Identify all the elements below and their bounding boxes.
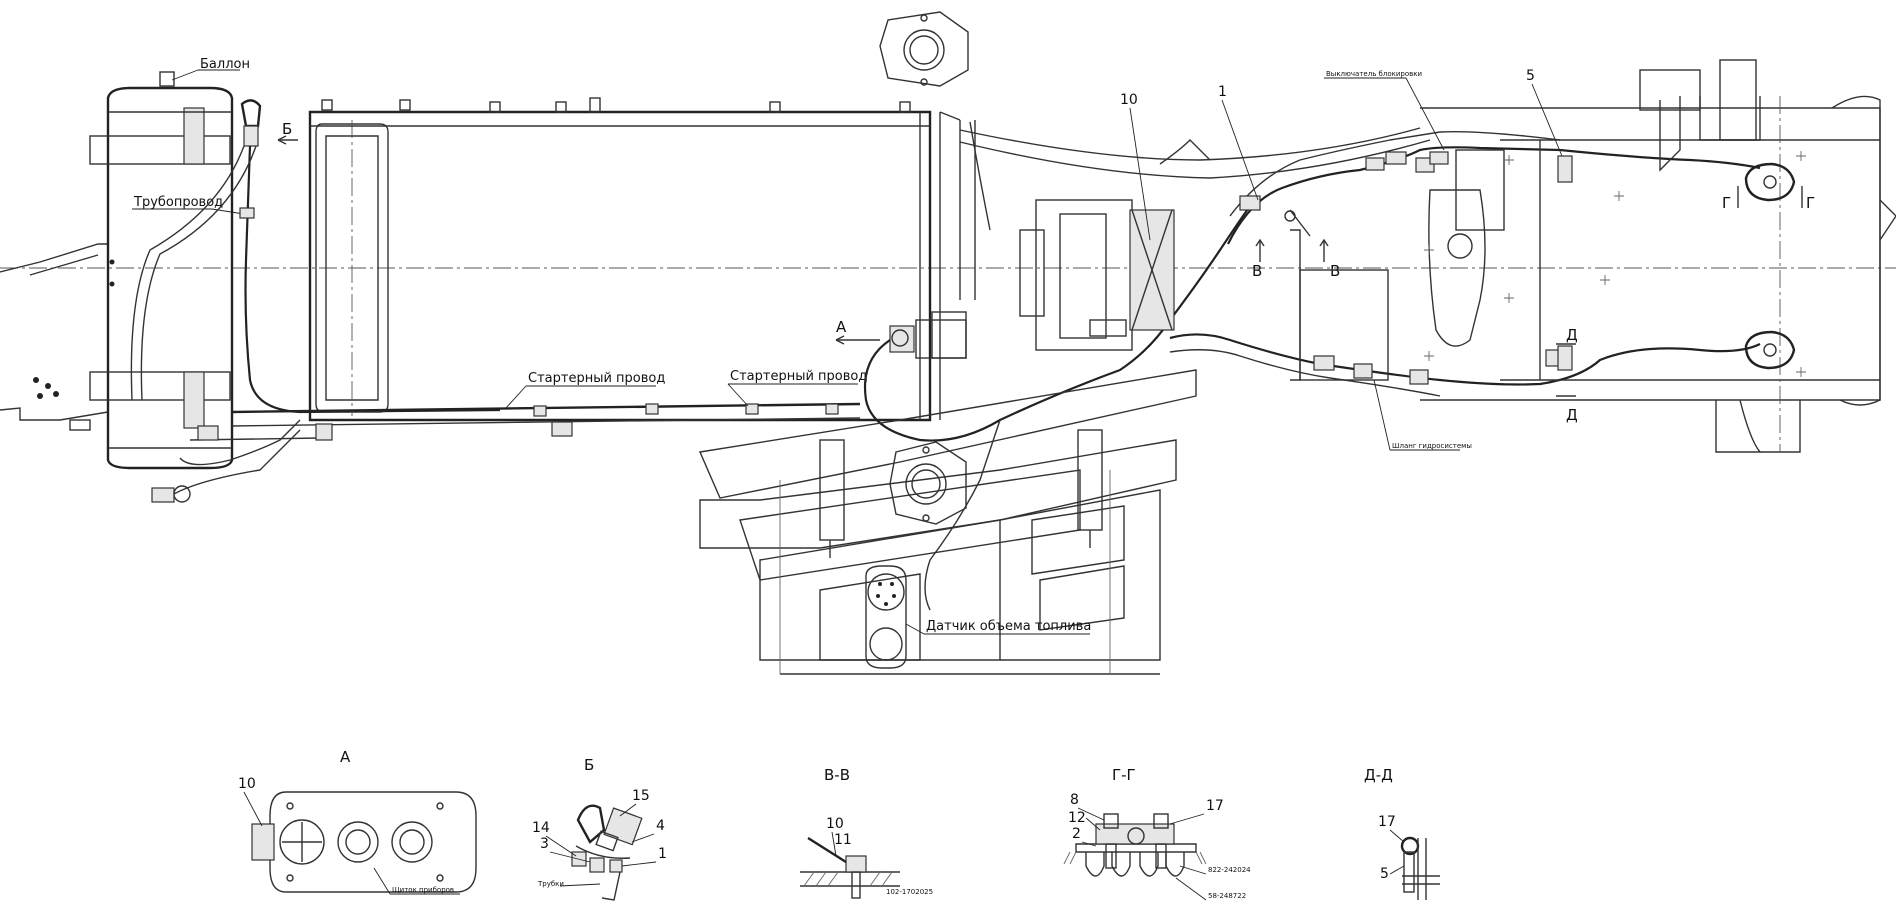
motor-housing xyxy=(1019,199,1175,351)
detail-gg-ref-b: 58-248722 xyxy=(1208,892,1246,900)
detail-b-callout-3: 3 xyxy=(540,836,549,852)
section-g-right: Г xyxy=(1806,194,1815,212)
air-pipe xyxy=(244,145,501,414)
detail-gg-callout-2: 2 xyxy=(1072,826,1081,842)
tank-bolts xyxy=(321,97,911,113)
rear-frame xyxy=(1290,59,1896,453)
fuel-tank xyxy=(308,110,976,422)
detail-gg-ref-a: 822-242024 xyxy=(1208,866,1251,874)
detail-vv: В-В 10 11 102-1702025 xyxy=(800,766,933,899)
detail-gg-callout-8: 8 xyxy=(1070,792,1079,808)
connector-a xyxy=(889,311,967,359)
connector-d xyxy=(1556,330,1796,397)
section-v-right: В xyxy=(1330,262,1340,280)
connector-g xyxy=(1737,162,1803,208)
detail-a: А 10 Щиток приборов xyxy=(238,748,477,895)
detail-a-title: А xyxy=(340,748,351,766)
detail-b: Б 15 14 3 4 1 Трубки xyxy=(532,756,667,901)
callout-5: 5 xyxy=(1526,68,1535,84)
detail-a-callout-10: 10 xyxy=(238,776,256,792)
section-v-left: В xyxy=(1252,262,1262,280)
label-switch: Выключатель блокировки xyxy=(1326,70,1422,78)
detail-gg-callout-12: 12 xyxy=(1068,810,1086,826)
detail-gg-callout-17: 17 xyxy=(1206,798,1224,814)
detail-vv-callout-10: 10 xyxy=(826,816,844,832)
clamp-5 xyxy=(1557,155,1573,183)
detail-b-callout-1: 1 xyxy=(658,846,667,862)
detail-gg: Г-Г 8 12 2 17 822-242024 58-248722 xyxy=(1063,766,1251,901)
view-b-marker: Б xyxy=(282,120,292,138)
crosses xyxy=(1424,151,1806,377)
detail-a-label-shield: Щиток приборов xyxy=(392,886,454,894)
section-g-left: Г xyxy=(1722,194,1731,212)
detail-dd-title: Д-Д xyxy=(1364,766,1393,784)
harness-lower xyxy=(1169,333,1761,386)
detail-b-callout-4: 4 xyxy=(656,818,665,834)
detail-dd: Д-Д 17 5 xyxy=(1364,766,1440,900)
view-a-marker: А xyxy=(836,318,847,336)
label-starter-2: Стартерный провод xyxy=(730,369,867,384)
detail-gg-title: Г-Г xyxy=(1112,766,1136,784)
section-d-top: Д xyxy=(1566,326,1578,344)
detail-b-callout-14: 14 xyxy=(532,820,550,836)
section-v-markers xyxy=(1255,238,1329,262)
callout-10: 10 xyxy=(1120,92,1138,108)
lower-frame xyxy=(698,369,1197,675)
harness-main xyxy=(864,205,1251,442)
detail-vv-callout-11: 11 xyxy=(834,832,852,848)
label-truboprovod: Трубопровод xyxy=(133,195,223,210)
detail-b-callout-15: 15 xyxy=(632,788,650,804)
detail-dd-callout-17: 17 xyxy=(1378,814,1396,830)
flange-lower xyxy=(889,441,967,525)
label-sensor: Датчик объема топлива xyxy=(926,619,1091,634)
lower-fitting xyxy=(151,485,191,503)
detail-vv-title: В-В xyxy=(824,766,850,784)
callout-1: 1 xyxy=(1218,84,1227,100)
label-starter-1: Стартерный провод xyxy=(528,371,665,386)
air-tank xyxy=(89,71,234,470)
detail-b-title: Б xyxy=(584,756,594,774)
fuel-sensor xyxy=(865,565,907,669)
detail-b-label-tube: Трубки xyxy=(537,880,564,888)
label-ballon: Баллон xyxy=(200,57,250,72)
section-d-bottom: Д xyxy=(1566,406,1578,424)
flange-top xyxy=(879,11,969,87)
front-frame xyxy=(0,243,115,431)
detail-vv-ref: 102-1702025 xyxy=(886,888,933,896)
detail-dd-callout-5: 5 xyxy=(1380,866,1389,882)
label-harness: Шланг гидросистемы xyxy=(1392,442,1472,450)
valve-b xyxy=(240,99,298,147)
